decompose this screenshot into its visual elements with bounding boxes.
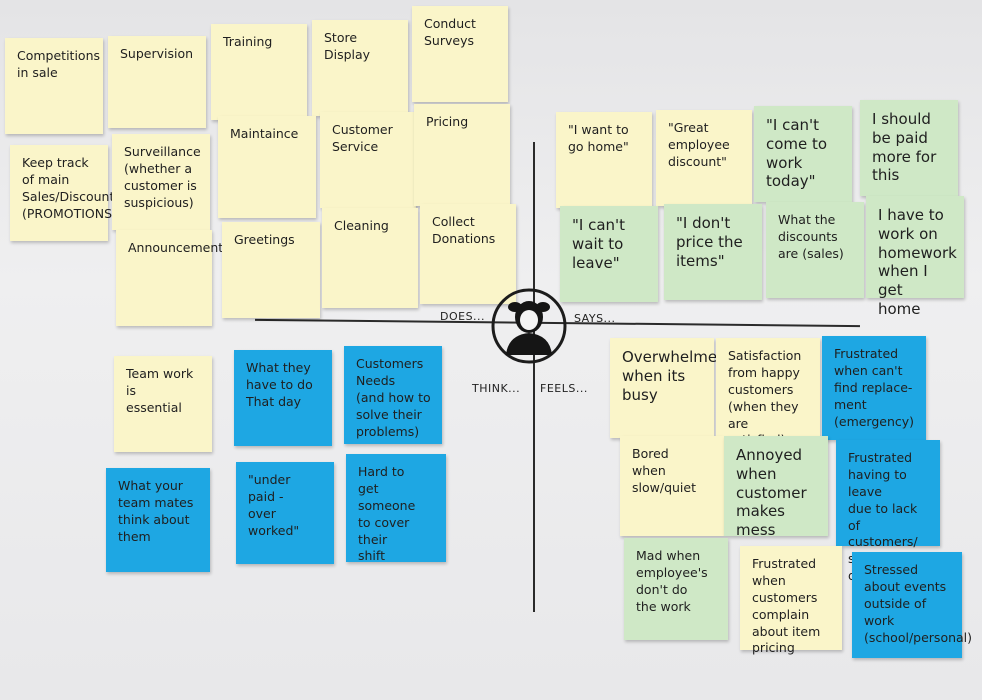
does-note: Greetings (222, 222, 320, 318)
think-note: Customers Needs (and how to solve their … (344, 346, 442, 444)
says-note: "Great employee discount" (656, 110, 752, 206)
feels-label: FEELS... (540, 382, 588, 395)
does-note: Conduct Surveys (412, 6, 508, 102)
says-note: "I want to go home" (556, 112, 652, 208)
does-note: Training (211, 24, 307, 120)
does-note: Announcement (116, 230, 223, 326)
think-note: Hard to get someone to cover their shift (346, 454, 446, 563)
says-note: "I can't wait to leave" (560, 206, 658, 302)
think-note: What they have to do That day (234, 350, 332, 446)
does-note: Pricing (414, 104, 510, 206)
does-label: DOES... (440, 310, 486, 323)
says-label: SAYS... (574, 312, 616, 325)
does-note: Surveillance (whether a customer is susp… (112, 134, 210, 230)
says-note: I should be paid more for this (860, 100, 958, 196)
feels-note: Frustrated having to leave due to lack o… (836, 440, 940, 583)
does-note: Keep track of main Sales/Discounts (PROM… (10, 145, 121, 241)
feels-note: Frustrated when customers complain about… (740, 546, 842, 655)
does-note: Maintaince (218, 116, 316, 218)
think-note: "under paid - over worked" (236, 462, 334, 564)
does-note: Store Display (312, 20, 408, 116)
feels-note: Frustrated when can't find replace- ment… (822, 336, 926, 440)
feels-note: Bored when slow/quiet (620, 436, 724, 536)
does-note: Customer Service (320, 112, 416, 208)
says-note: "I don't price the items" (664, 204, 762, 300)
feels-note: Overwhelmed when its busy (610, 338, 727, 438)
feels-note: Stressed about events outside of work (s… (852, 552, 972, 658)
does-note: Collect Donations (420, 204, 516, 304)
think-note: What your team mates think about them (106, 468, 210, 572)
feels-note: Satisfaction from happy customers (when … (716, 338, 820, 447)
does-note: Competitions in sale (5, 38, 103, 134)
says-note: "I can't come to work today" (754, 106, 852, 202)
vertical-axis-line (533, 142, 535, 612)
think-note: Team work is essential (114, 356, 212, 452)
says-note: I have to work on homework when I get ho… (866, 196, 964, 318)
says-note: What the discounts are (sales) (766, 202, 864, 298)
does-note: Cleaning (322, 208, 418, 308)
person-head-icon (491, 288, 567, 364)
feels-note: Annoyed when customer makes mess (724, 436, 828, 539)
feels-note: Mad when employee's don't do the work (624, 538, 728, 640)
does-note: Supervision (108, 36, 206, 128)
think-label: THINK... (472, 382, 521, 395)
